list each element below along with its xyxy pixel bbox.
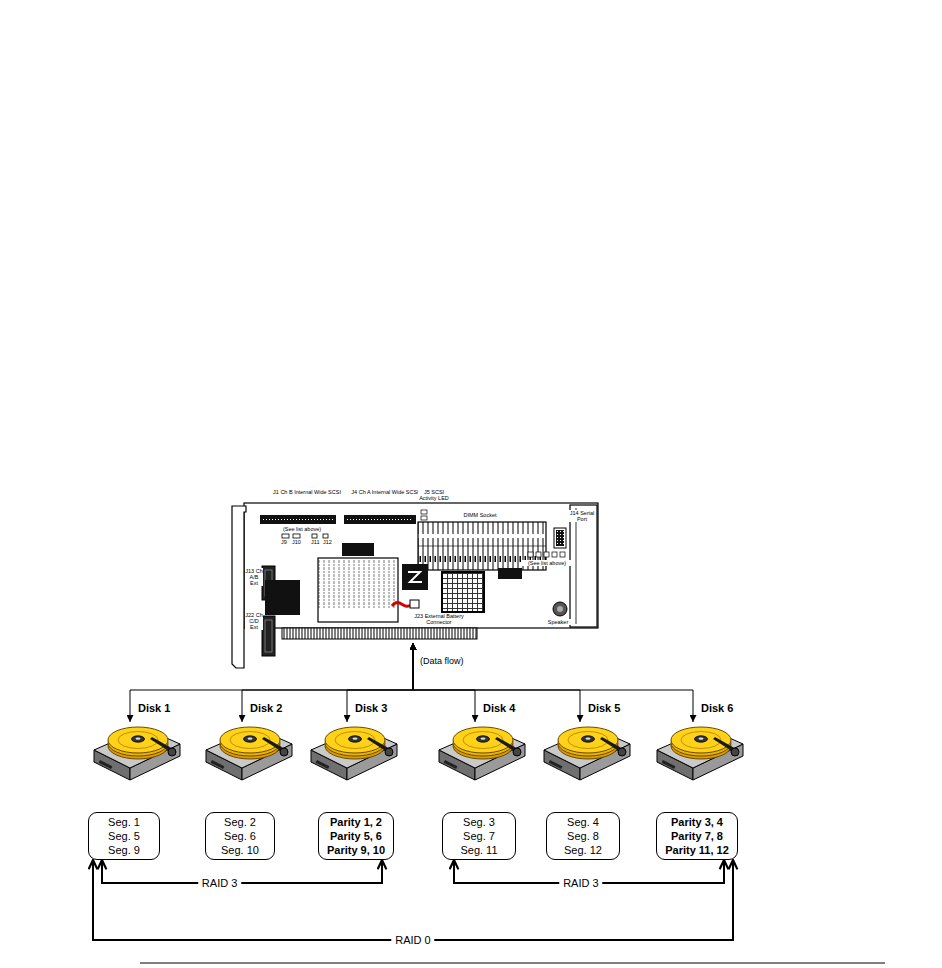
parity-text: Parity 3, 4 <box>663 815 731 829</box>
flow-label: (Data flow) <box>420 656 464 666</box>
component-label: J22 Ch C/D Ext <box>245 612 263 630</box>
disk-label: Disk 4 <box>483 701 515 715</box>
data-flow-line <box>413 643 693 722</box>
jumper <box>282 534 289 538</box>
jumper <box>323 534 328 538</box>
processor-chip <box>442 572 484 612</box>
disk-label: Disk 6 <box>701 701 733 715</box>
segment-text: Seg. 5 <box>95 829 153 843</box>
data-flow-line <box>413 643 580 722</box>
chip <box>265 580 300 615</box>
disk-drive: Disk 4 <box>437 722 527 784</box>
data-flow-line <box>130 643 413 722</box>
segment-text: Seg. 7 <box>449 829 509 843</box>
serial-port <box>554 528 566 548</box>
parity-text: Parity 5, 6 <box>325 829 387 843</box>
component-label: J5 SCSI Activity LED <box>418 489 450 501</box>
parity-text: Parity 11, 12 <box>663 843 731 857</box>
hard-disk <box>94 727 180 780</box>
component-label: J10 <box>292 539 301 545</box>
segment-text: Seg. 9 <box>95 843 153 857</box>
battery-connector <box>410 600 419 608</box>
data-flow-line <box>347 643 413 722</box>
segment-box: Seg. 4Seg. 8Seg. 12 <box>546 812 620 860</box>
raid-label: RAID 0 <box>391 933 434 947</box>
raid-bracket <box>102 860 382 883</box>
segment-box: Parity 1, 2Parity 5, 6Parity 9, 10 <box>318 812 394 860</box>
segment-text: Seg. 8 <box>553 829 613 843</box>
battery-pack <box>318 558 398 622</box>
segment-text: Seg. 11 <box>449 843 509 857</box>
component-label: J12 <box>323 539 332 545</box>
segment-box: Seg. 3Seg. 7Seg. 11 <box>442 812 516 860</box>
segment-text: Seg. 3 <box>449 815 509 829</box>
component-label: J9 <box>281 539 287 545</box>
disk-drive: Disk 5 <box>542 722 632 784</box>
component-label: J11 <box>311 539 319 545</box>
hard-disk <box>439 727 525 780</box>
card-retainer <box>570 505 597 627</box>
segment-box: Seg. 2Seg. 6Seg. 10 <box>205 812 275 860</box>
data-flow-line <box>242 643 413 722</box>
disk-label: Disk 3 <box>355 701 387 715</box>
raid-label: RAID 3 <box>198 876 241 890</box>
disk-drive: Disk 6 <box>655 722 745 784</box>
component-label: (See list above) <box>522 560 572 566</box>
data-flow-line <box>413 643 475 722</box>
component-label: J14 Serial Port <box>568 510 596 522</box>
component-label: DIMM Socket <box>450 512 510 518</box>
segment-text: Seg. 6 <box>212 829 268 843</box>
component-label: J1 Ch B Internal Wide SCSI <box>272 489 342 495</box>
parity-text: Parity 1, 2 <box>325 815 387 829</box>
hard-disk <box>311 727 397 780</box>
parity-text: Parity 7, 8 <box>663 829 731 843</box>
segment-box: Seg. 1Seg. 5Seg. 9 <box>88 812 160 860</box>
disk-label: Disk 2 <box>250 701 282 715</box>
scsi-connector <box>262 616 275 656</box>
internal-connector <box>260 515 336 524</box>
component-label: J4 Ch A Internal Wide SCSI <box>350 489 420 495</box>
circuit-board <box>244 503 598 628</box>
segment-box: Parity 3, 4Parity 7, 8Parity 11, 12 <box>656 812 738 860</box>
hard-disk <box>206 727 292 780</box>
segment-text: Seg. 2 <box>212 815 268 829</box>
battery-cable <box>392 603 412 607</box>
mounting-bracket <box>232 506 246 668</box>
parity-text: Parity 9, 10 <box>325 843 387 857</box>
jumper <box>293 534 300 538</box>
chip <box>402 564 428 590</box>
hard-disk <box>657 727 743 780</box>
component-label: Speaker <box>543 619 573 625</box>
controller-card: J1 Ch B Internal Wide SCSI J4 Ch A Intern… <box>232 488 598 643</box>
disk-drive: Disk 3 <box>309 722 399 784</box>
disk-label: Disk 5 <box>588 701 620 715</box>
component-label: (See list above) <box>272 526 332 532</box>
component-label: J23 External Battery Connector <box>404 613 474 625</box>
disk-drive: Disk 1 <box>92 722 182 784</box>
disk-drive: Disk 2 <box>204 722 294 784</box>
segment-text: Seg. 1 <box>95 815 153 829</box>
segment-text: Seg. 10 <box>212 843 268 857</box>
segment-text: Seg. 4 <box>553 815 613 829</box>
chip <box>342 543 374 556</box>
jumper <box>312 534 317 538</box>
raid-label: RAID 3 <box>559 876 602 890</box>
page-rule <box>140 963 885 964</box>
segment-text: Seg. 12 <box>553 843 613 857</box>
chip <box>498 568 522 579</box>
internal-connector <box>344 515 416 524</box>
edge-connector <box>282 628 477 639</box>
disk-label: Disk 1 <box>138 701 170 715</box>
raid-bracket <box>93 860 733 940</box>
speaker <box>553 602 567 616</box>
hard-disk <box>544 727 630 780</box>
raid-controller-card <box>232 503 598 668</box>
component-label: J13 Ch A/B Ext <box>245 568 263 586</box>
